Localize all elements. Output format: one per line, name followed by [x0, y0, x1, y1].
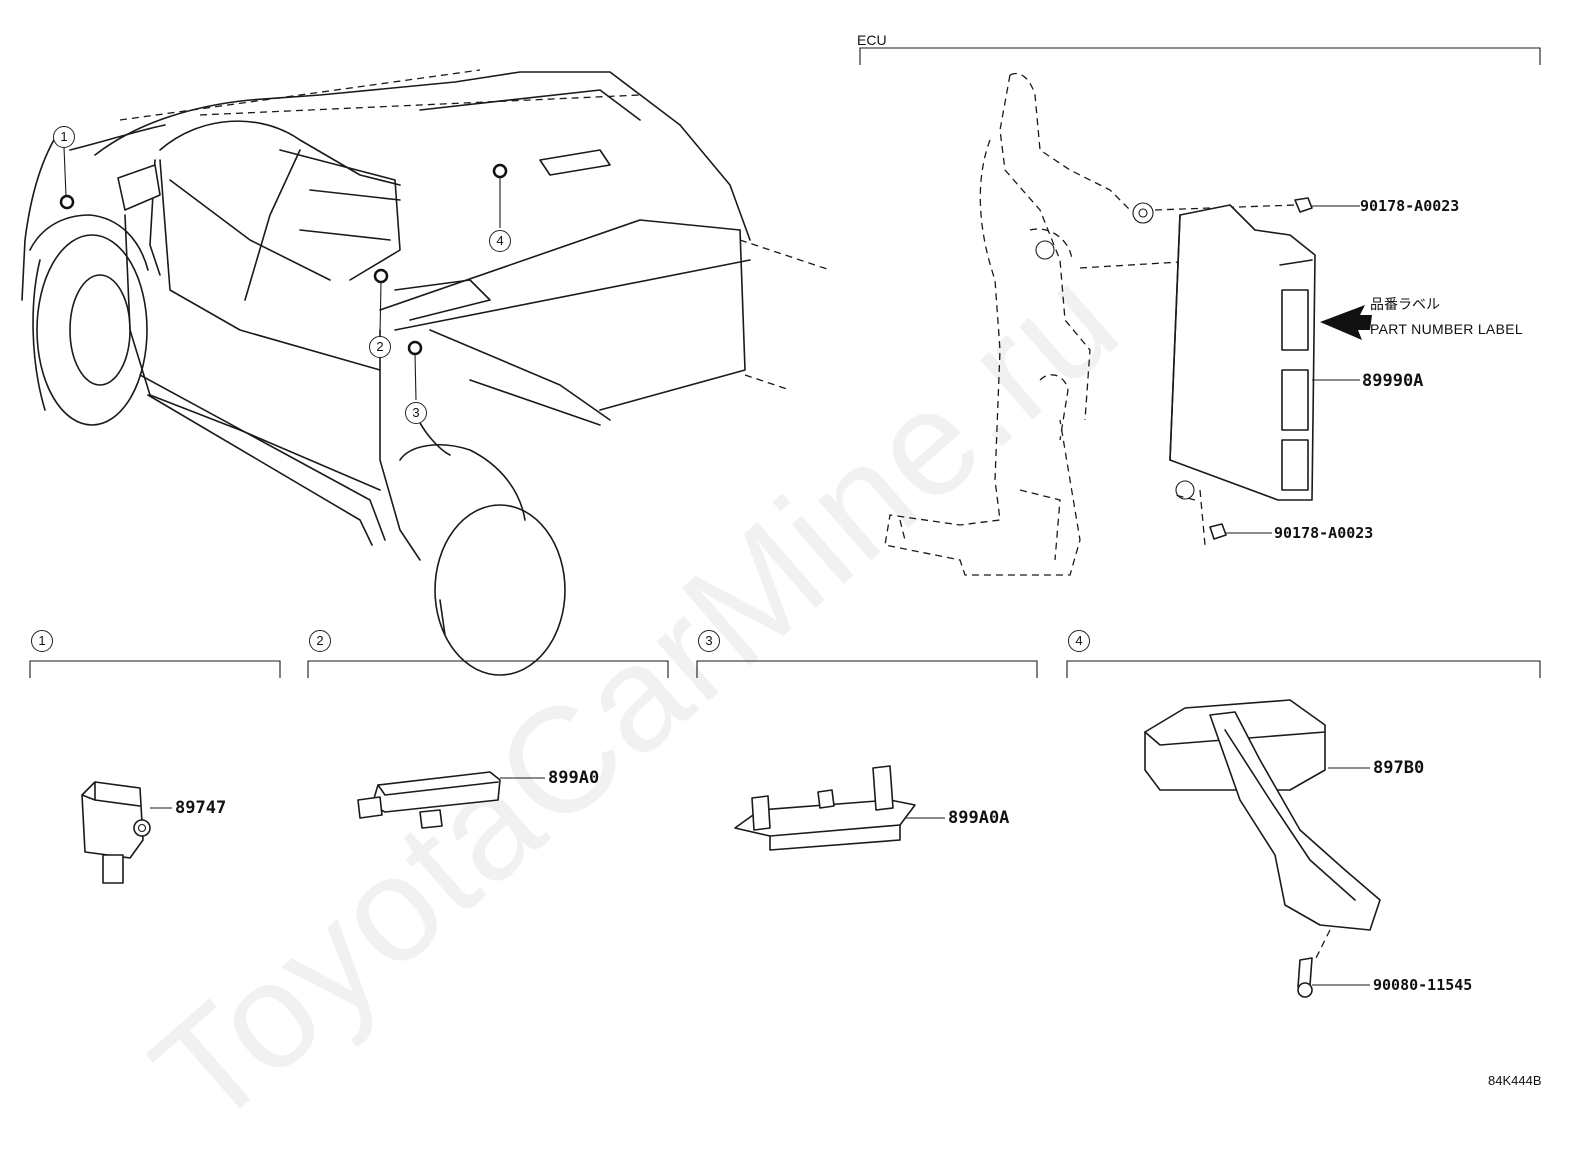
- part-label-nut-top[interactable]: 90178-A0023: [1360, 197, 1460, 215]
- locator-dot-4: [492, 163, 508, 179]
- section-number-3: 3: [698, 630, 720, 652]
- section-number-2: 2: [309, 630, 331, 652]
- part-label-ecu-unit[interactable]: 89990A: [1362, 371, 1424, 391]
- part-899a0-drawing: [357, 771, 545, 829]
- ecu-section-label: ECU: [857, 32, 887, 48]
- part-label-89747[interactable]: 89747: [175, 798, 227, 818]
- part-label-899a0[interactable]: 899A0: [548, 768, 600, 788]
- section-number-4: 4: [1068, 630, 1090, 652]
- ecu-bracket: [884, 72, 1296, 576]
- vehicle-illustration: [21, 69, 831, 676]
- section-number-1: 1: [31, 630, 53, 652]
- callout-2: 2: [369, 336, 391, 358]
- part-number-label-en: PART NUMBER LABEL: [1370, 321, 1523, 337]
- diagram-code: 84K444B: [1488, 1073, 1542, 1088]
- parts-diagram: [21, 47, 1541, 998]
- part-label-897b0[interactable]: 897B0: [1373, 758, 1425, 778]
- part-89747-drawing: [81, 781, 172, 884]
- locator-dot-2: [373, 268, 389, 284]
- part-label-nut-bottom[interactable]: 90178-A0023: [1274, 524, 1374, 542]
- part-label-screw[interactable]: 90080-11545: [1373, 976, 1473, 994]
- callout-3: 3: [405, 402, 427, 424]
- part-label-899a0a[interactable]: 899A0A: [948, 808, 1010, 828]
- part-number-label-jp: 品番ラベル: [1370, 297, 1440, 313]
- ecu-unit-drawing: [1169, 197, 1372, 540]
- callout-4: 4: [489, 230, 511, 252]
- locator-dot-3: [407, 340, 423, 356]
- part-899a0a-drawing: [734, 765, 945, 851]
- section-brackets: [29, 47, 1541, 678]
- callout-1: 1: [53, 126, 75, 148]
- part-897b0-drawing: [1144, 699, 1381, 998]
- locator-dot-1: [59, 194, 75, 210]
